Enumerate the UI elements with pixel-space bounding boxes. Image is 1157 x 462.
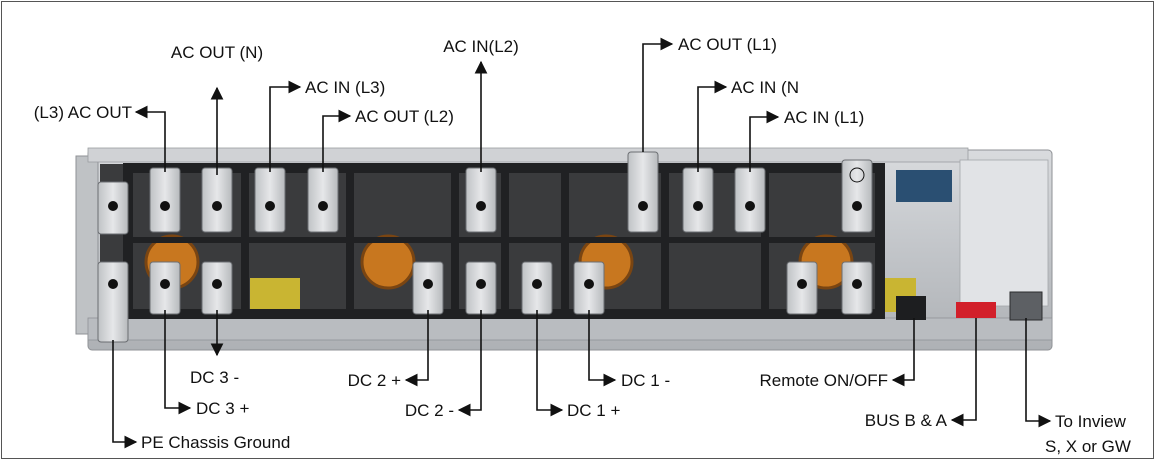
arrow-remote-on-off xyxy=(891,318,915,387)
terminal-bottom xyxy=(465,261,497,315)
label-ac-out-l1: AC OUT (L1) xyxy=(678,35,777,54)
arrow-ac-out-l2 xyxy=(322,109,352,172)
arrow-ac-out-l1 xyxy=(642,37,674,152)
label-ac-in-n: AC IN (N xyxy=(731,78,799,97)
terminal-top xyxy=(307,167,339,233)
terminal-bottom xyxy=(841,261,873,315)
label-ac-in-l1: AC IN (L1) xyxy=(784,108,864,127)
terminal-frames xyxy=(123,163,885,319)
terminal-bottom xyxy=(573,261,605,315)
arrow-dc3-plus xyxy=(164,310,192,415)
ground-symbol-icon xyxy=(849,167,865,183)
terminal-bottom xyxy=(97,261,129,343)
arrow-l3-ac-out xyxy=(134,105,166,172)
label-dc1-plus: DC 1 + xyxy=(567,401,620,420)
bus-connector xyxy=(956,302,996,318)
arrow-ac-in-l1 xyxy=(749,110,780,172)
terminal-bottom xyxy=(786,261,818,315)
arrow-to-inview xyxy=(1025,318,1052,428)
toroid-coil xyxy=(360,234,416,290)
label-to-inview-sub: S, X or GW xyxy=(1045,437,1131,456)
label-dc2-plus: DC 2 + xyxy=(348,371,401,390)
capacitor xyxy=(250,278,300,312)
arrow-ac-in-l3 xyxy=(269,80,302,172)
label-ac-in-l2: AC IN(L2) xyxy=(443,37,519,56)
terminal-top xyxy=(465,167,497,233)
arrow-bus-b-a xyxy=(950,318,977,427)
terminal-bottom xyxy=(412,261,444,315)
callout-arrows xyxy=(112,37,1052,449)
terminal-top xyxy=(682,167,714,233)
label-pe-chassis-ground: PE Chassis Ground xyxy=(141,433,290,452)
terminal-top xyxy=(627,151,659,233)
arrow-dc2-minus xyxy=(457,310,482,417)
arrow-pe-chassis-ground xyxy=(112,340,138,449)
terminal-top xyxy=(149,167,181,233)
label-dc2-minus: DC 2 - xyxy=(405,401,454,420)
label-ac-in-l3: AC IN (L3) xyxy=(305,78,385,97)
terminal-bottom xyxy=(201,261,233,315)
remote-on-off-connector xyxy=(896,296,926,320)
terminal-top xyxy=(254,167,286,233)
terminal-top xyxy=(734,167,766,233)
label-ac-out-n: AC OUT (N) xyxy=(171,43,263,62)
busbars xyxy=(97,151,873,343)
label-bus-b-a: BUS B & A xyxy=(865,411,948,430)
terminal-bottom xyxy=(521,261,553,315)
callout-labels: AC OUT (N) AC IN(L2) AC OUT (L1) AC IN (… xyxy=(34,35,1131,456)
label-to-inview: To Inview xyxy=(1055,412,1127,431)
arrow-dc1-plus xyxy=(536,310,564,417)
terminal-top xyxy=(841,159,873,233)
rj45-port xyxy=(1009,291,1043,321)
label-dc3-minus: DC 3 - xyxy=(190,368,239,387)
terminal-top xyxy=(201,167,233,233)
label-dc3-plus: DC 3 + xyxy=(196,399,249,418)
arrow-dc2-plus xyxy=(404,310,429,387)
label-dc1-minus: DC 1 - xyxy=(621,371,670,390)
heatsink xyxy=(896,170,952,202)
label-ac-out-l2: AC OUT (L2) xyxy=(355,107,454,126)
terminal-top xyxy=(97,181,129,235)
label-l3-ac-out: (L3) AC OUT xyxy=(34,103,132,122)
arrow-dc1-minus xyxy=(588,310,617,387)
label-remote-on-off: Remote ON/OFF xyxy=(760,371,888,390)
arrow-ac-in-n xyxy=(697,80,728,172)
terminal-bottom xyxy=(149,261,181,315)
